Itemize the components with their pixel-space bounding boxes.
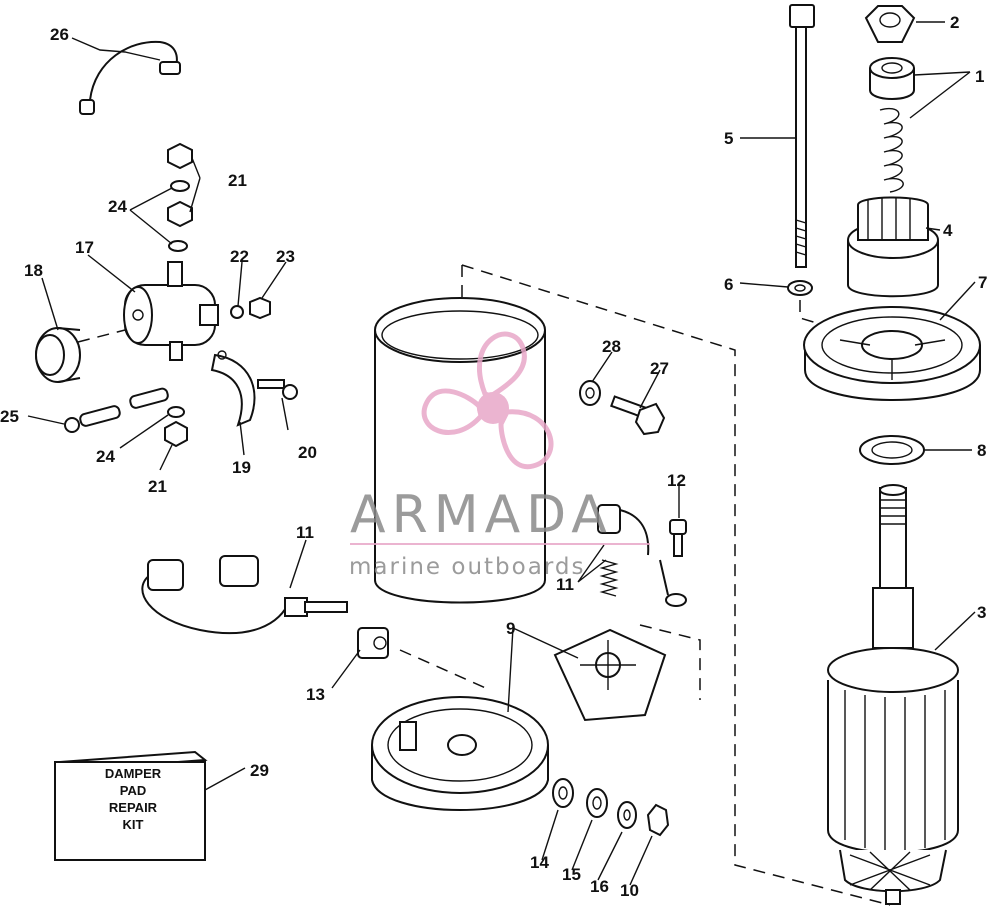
part-3-armature [827,484,959,905]
callout-13: 13 [306,685,325,704]
kit-label-line-2: PAD [120,783,146,798]
part-27-ground-cable [79,40,181,115]
part-11-brush-set [141,555,348,635]
callout-labels: 26 21 24 17 22 23 18 25 24 21 19 20 11 1… [0,13,987,900]
part-18-sleeve [35,327,81,383]
callout-29: 29 [250,761,269,780]
part-25-lead [64,387,169,433]
part-2-nut [864,5,916,43]
callout-21-top: 21 [228,171,247,190]
brush-path [399,649,491,691]
callout-2: 2 [950,13,959,32]
part-4-drive-pinion [847,196,939,298]
callout-1: 1 [975,67,984,86]
callout-11-left: 11 [296,523,314,542]
callout-10: 10 [620,881,639,900]
callout-27: 26 [50,25,69,44]
part-1-collar-and-spring [869,57,915,193]
kit-label-line-1: DAMPER [105,766,162,781]
part-26-bolt [610,395,666,436]
holder-path [639,624,701,700]
callout-28: 28 [602,337,621,356]
part-7-drive-end-plate [803,306,981,401]
callout-17: 17 [75,238,94,257]
callout-7: 7 [978,273,987,292]
callout-23: 23 [276,247,295,266]
part-17-solenoid [123,261,219,361]
callout-26: 27 [650,359,669,378]
callout-16: 16 [590,877,609,896]
armada-watermark: ARMADA marine outboards [349,331,650,580]
callout-15: 15 [562,865,581,884]
callout-24-top: 24 [108,197,127,216]
callout-25: 25 [0,407,19,426]
part-5-through-bolt [789,4,815,268]
part-19-bracket [210,350,256,427]
propeller-logo-icon [421,331,554,470]
callout-22: 22 [230,247,249,266]
kit-label-line-4: KIT [123,817,144,832]
callout-3: 3 [977,603,986,622]
callout-8: 8 [977,441,986,460]
callout-21-bottom: 21 [148,477,167,496]
kit-label-line-3: REPAIR [109,800,158,815]
part-20-screw [257,379,298,400]
end-cap [371,696,549,811]
watermark-brand: ARMADA [350,485,613,545]
damper-pad-repair-kit-box: DAMPER PAD REPAIR KIT [54,750,208,861]
callout-4: 4 [943,221,953,240]
part-13-clip [357,627,389,659]
callout-24-bottom: 24 [96,447,115,466]
callout-14: 14 [530,853,549,872]
callout-9: 9 [506,619,515,638]
callout-6: 6 [724,275,733,294]
solenoid-path [77,329,126,343]
nuts-and-washers-left [164,142,271,448]
callout-18: 18 [24,261,43,280]
callout-12: 12 [667,471,686,490]
part-8-thrust-washer [859,435,925,465]
callout-11-right: 11 [556,575,574,594]
leader-lines [27,21,976,886]
part-28-washer [579,380,601,406]
callout-19: 19 [232,458,251,477]
end-hardware [552,778,670,837]
part-9-brush-holder [553,628,667,722]
callout-5: 5 [724,129,733,148]
brush-spring-right [597,504,687,607]
part-12-screw [669,519,687,557]
callout-20: 20 [298,443,317,462]
watermark-tagline: marine outboards [349,554,585,580]
part-6-washer [787,280,813,296]
